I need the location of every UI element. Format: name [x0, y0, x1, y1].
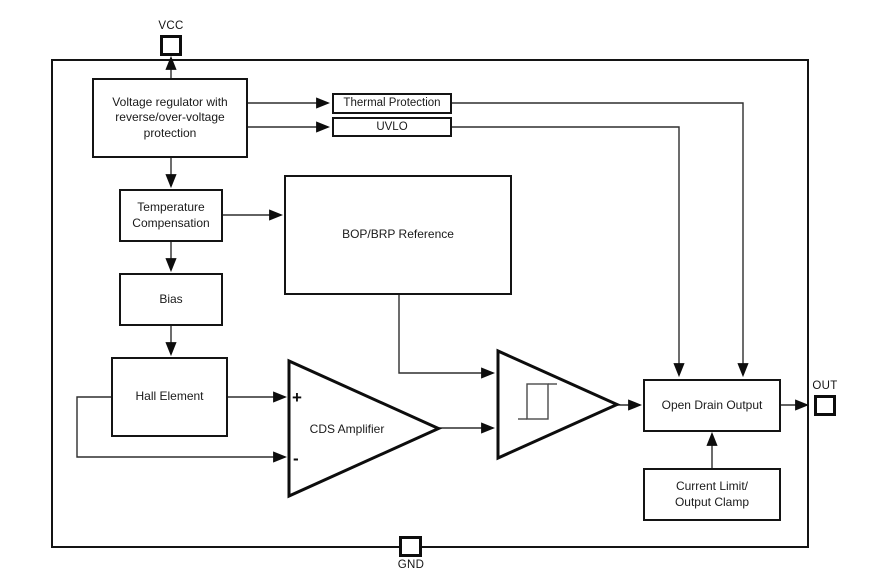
- block-voltage-regulator: Voltage regulator with reverse/over-volt…: [92, 78, 248, 158]
- wire-thermal-to-output: [452, 102, 749, 378]
- block-temperature-compensation: Temperature Compensation: [119, 189, 223, 242]
- connections: [76, 55, 810, 468]
- wire-hall-to-amp-minus: [76, 396, 288, 463]
- pin-out: [814, 395, 836, 416]
- wire-uvlo-to-output: [452, 126, 685, 378]
- block-thermal-protection: Thermal Protection: [332, 93, 452, 114]
- block-current-limit: Current Limit/ Output Clamp: [643, 468, 781, 521]
- cds-amplifier-label: CDS Amplifier: [309, 422, 385, 436]
- pin-vcc-label: VCC: [158, 20, 184, 32]
- cds-plus-input-label: +: [292, 388, 302, 407]
- block-hall-element: Hall Element: [111, 357, 228, 437]
- block-uvlo: UVLO: [332, 117, 452, 137]
- cds-minus-input-label: -: [293, 449, 299, 468]
- cds-amplifier-triangle: [287, 358, 443, 499]
- block-open-drain-output: Open Drain Output: [643, 379, 781, 432]
- pin-vcc: [160, 35, 182, 56]
- pin-gnd: [399, 536, 422, 557]
- block-bop-brp-reference: BOP/BRP Reference: [284, 175, 512, 295]
- wire-reference-to-schmitt: [398, 295, 496, 379]
- block-bias: Bias: [119, 273, 223, 326]
- pin-out-label: OUT: [812, 380, 838, 392]
- pin-gnd-label: GND: [397, 559, 425, 571]
- hysteresis-icon: [518, 383, 557, 420]
- chip-boundary: [51, 59, 809, 548]
- schmitt-trigger-triangle: [496, 348, 621, 461]
